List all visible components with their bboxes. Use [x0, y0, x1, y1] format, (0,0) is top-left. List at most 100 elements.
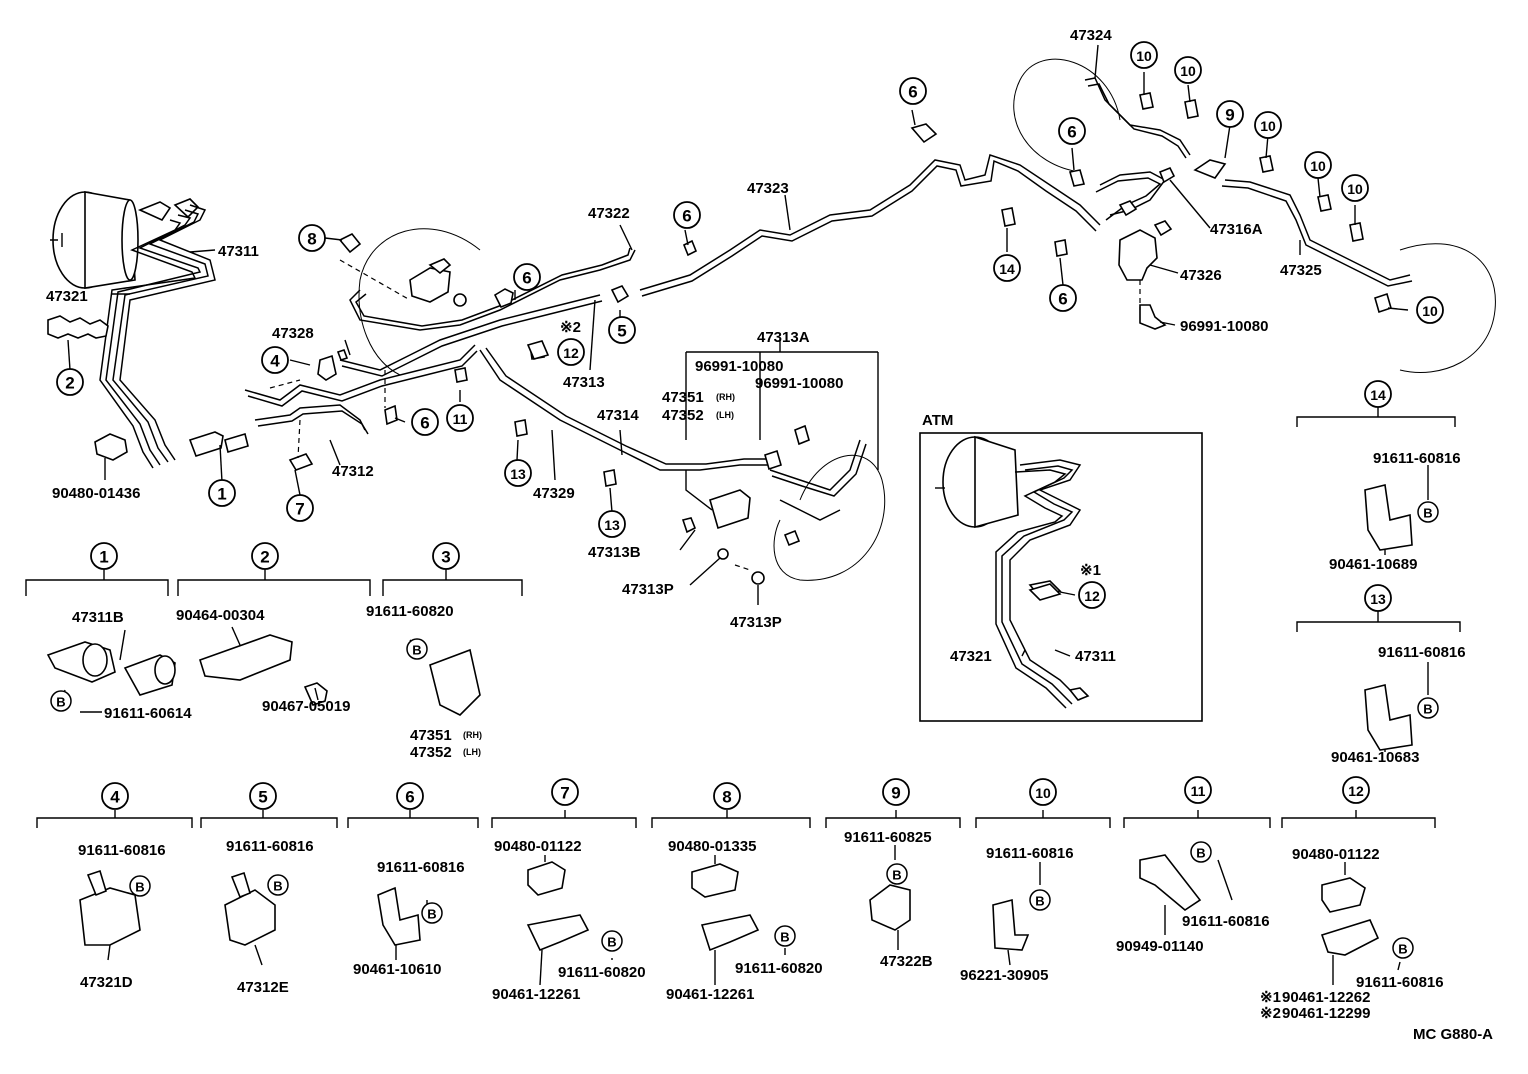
callout-10: 10	[1304, 151, 1332, 179]
label-90461-10610: 90461-10610	[353, 961, 441, 978]
svg-text:5: 5	[258, 788, 267, 807]
label-47313P-b: 47313P	[730, 614, 782, 631]
label-47314: 47314	[597, 407, 639, 424]
svg-text:11: 11	[1191, 783, 1206, 799]
label-47326: 47326	[1180, 267, 1222, 284]
svg-text:5: 5	[617, 322, 626, 341]
callout-4: 4	[101, 782, 129, 810]
svg-text:12: 12	[1084, 588, 1100, 604]
callout-10: 10	[1130, 41, 1158, 69]
svg-text:B: B	[1035, 894, 1044, 909]
label-47324: 47324	[1070, 27, 1112, 44]
mark-star2: ※2	[560, 319, 581, 336]
callout-14: 14	[1364, 380, 1392, 408]
callout-11: 11	[1184, 776, 1212, 804]
callout-10: 10	[1254, 111, 1282, 139]
label-47311: 47311	[218, 243, 259, 260]
svg-text:B: B	[412, 643, 421, 658]
label-91611-60816-g6: 91611-60816	[377, 859, 465, 876]
svg-text:10: 10	[1180, 63, 1196, 79]
b-mark: B	[50, 690, 72, 712]
callout-10: 10	[1416, 296, 1444, 324]
b-mark: B	[1190, 841, 1212, 863]
atm-master-cylinder	[935, 435, 1090, 709]
svg-text:B: B	[273, 879, 282, 894]
label-47313A: 47313A	[757, 329, 810, 346]
label-47311B: 47311B	[72, 609, 124, 626]
label-90461-10689: 90461-10689	[1329, 556, 1417, 573]
callout-13: 13	[504, 459, 532, 487]
part-number-labels: 47311 47321 47311B 90480-01436 47328 473…	[46, 27, 1493, 1043]
label-96221-30905: 96221-30905	[960, 967, 1048, 984]
svg-text:8: 8	[307, 230, 316, 249]
rear-tube-47324	[1084, 77, 1191, 159]
wheel-outline-rear-left	[1013, 58, 1121, 173]
master-cylinder-group	[50, 191, 200, 289]
label-90461-12299: 90461-12299	[1282, 1005, 1370, 1022]
label-47328: 47328	[272, 325, 314, 342]
side-labels: (RH) (LH) (RH) (LH)	[463, 392, 735, 757]
svg-text:1: 1	[217, 485, 226, 504]
svg-text:13: 13	[510, 466, 526, 482]
b-mark: B	[1392, 937, 1414, 959]
rear-tube-47325	[1193, 159, 1413, 314]
rh-label-main: (RH)	[716, 392, 735, 402]
label-91611-60816-g13: 91611-60816	[1378, 644, 1466, 661]
svg-text:B: B	[56, 695, 65, 710]
label-91611-60816-g5: 91611-60816	[226, 838, 314, 855]
label-96991-10080-c: 96991-10080	[755, 375, 843, 392]
label-90461-12261-g7: 90461-12261	[492, 986, 580, 1003]
leader-lines	[61, 44, 1429, 986]
label-91611-60614: 91611-60614	[104, 705, 192, 722]
svg-text:1: 1	[99, 548, 108, 567]
legend-part-shapes	[46, 340, 1413, 956]
label-90480-01335: 90480-01335	[668, 838, 756, 855]
svg-text:3: 3	[441, 548, 450, 567]
callout-8: 8	[298, 224, 326, 252]
label-90461-10683: 90461-10683	[1331, 749, 1419, 766]
label-90480-01436: 90480-01436	[52, 485, 140, 502]
diagram-code: MC G880-A	[1413, 1026, 1493, 1043]
label-47351-g3: 47351	[410, 727, 452, 744]
label-47316A: 47316A	[1210, 221, 1263, 238]
svg-text:6: 6	[420, 414, 429, 433]
rh-label-g3: (RH)	[463, 730, 482, 740]
part-bracket-1	[188, 431, 249, 457]
svg-text:6: 6	[522, 269, 531, 288]
label-90461-12261-g8: 90461-12261	[666, 986, 754, 1003]
callout-7: 7	[286, 494, 314, 522]
label-47313P-a: 47313P	[622, 581, 674, 598]
rear-clips	[910, 92, 1364, 257]
label-90480-01122-g7: 90480-01122	[494, 838, 582, 855]
b-mark: B	[406, 638, 428, 660]
b-mark: B	[601, 930, 623, 952]
svg-text:B: B	[427, 907, 436, 922]
label-91611-60825: 91611-60825	[844, 829, 932, 846]
svg-text:4: 4	[270, 352, 280, 371]
label-91611-60820-g3: 91611-60820	[366, 603, 454, 620]
label-47352: 47352	[662, 407, 704, 424]
b-mark: B	[886, 863, 908, 885]
callout-9: 9	[882, 778, 910, 806]
svg-text:7: 7	[560, 784, 569, 803]
label-91611-60820-g7: 91611-60820	[558, 964, 646, 981]
svg-text:B: B	[1398, 942, 1407, 957]
b-mark: B	[421, 902, 443, 924]
callout-10: 10	[1174, 56, 1202, 84]
svg-text:6: 6	[1058, 290, 1067, 309]
callout-6: 6	[1058, 117, 1086, 145]
grommet-90480-01436	[94, 433, 128, 461]
front-left-caliper-fittings	[288, 232, 698, 487]
wheel-outline-rear-right	[1399, 243, 1496, 373]
label-47323: 47323	[747, 180, 789, 197]
callout-12: 12	[557, 338, 585, 366]
legend-brackets	[25, 405, 1461, 828]
label-91611-60816-g10: 91611-60816	[986, 845, 1074, 862]
svg-text:7: 7	[295, 500, 304, 519]
label-90467-05019: 90467-05019	[262, 698, 350, 715]
callout-7: 7	[551, 778, 579, 806]
callout-6: 6	[1049, 284, 1077, 312]
svg-text:B: B	[1423, 702, 1432, 717]
